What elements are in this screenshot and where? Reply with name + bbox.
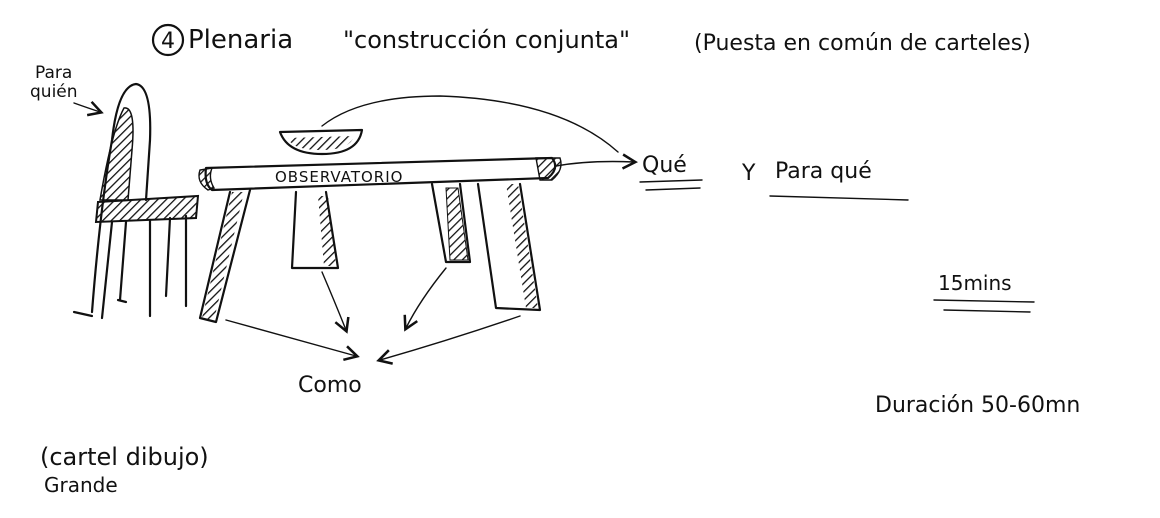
title-line: 4 Plenaria "construcción conjunta" (Pues… (151, 23, 1031, 57)
poster-note-line2: Grande (44, 473, 118, 497)
table-to-que-arrow-icon (555, 153, 638, 170)
bowl-drawing-icon (278, 95, 619, 156)
time-underline (933, 299, 1035, 313)
bowl-connector-line (321, 95, 619, 153)
title-name: Plenaria (188, 25, 293, 55)
title-quote: "construcción conjunta" (343, 26, 630, 54)
arrow-left-leg-icon (225, 319, 360, 362)
arrow-inner-left-leg-icon (321, 271, 350, 334)
para-que-underline (769, 195, 909, 201)
title-note: (Puesta en común de carteles) (694, 31, 1031, 56)
table-label: OBSERVATORIO (275, 168, 403, 186)
right-labels: Qué Y Para qué (639, 153, 909, 201)
step-number: 4 (161, 29, 175, 54)
arrow-right-leg-icon (376, 315, 521, 365)
number-circle-icon (151, 23, 185, 57)
chair-drawing-icon (72, 82, 200, 320)
table-drawing-icon: OBSERVATORIO (198, 156, 562, 324)
arrow-inner-right-leg-icon (403, 267, 447, 332)
que-underline (639, 179, 703, 191)
que-label: Qué (642, 153, 687, 178)
poster-note-line1: (cartel dibujo) (40, 443, 209, 471)
chair-label-arrow-icon (73, 100, 104, 117)
para-que-label: Para qué (775, 159, 872, 184)
y-label: Y (741, 161, 756, 186)
time-label: 15mins (938, 271, 1012, 295)
chair-label-group: Para quién (30, 63, 104, 117)
duration-label: Duración 50-60mn (875, 393, 1080, 418)
chair-label-line2: quién (30, 82, 78, 102)
chair-label-line1: Para (35, 63, 72, 83)
como-arrows (225, 267, 521, 365)
como-label: Como (298, 373, 362, 398)
